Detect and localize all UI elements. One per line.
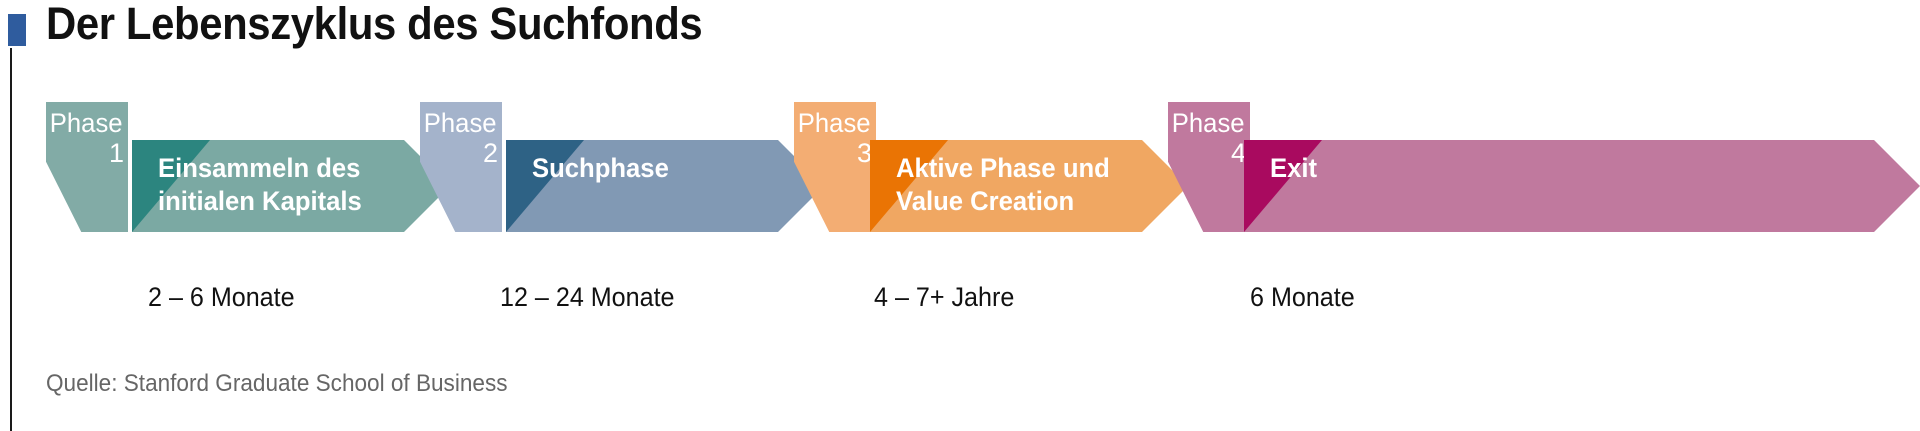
phase-banner-1[interactable]: Einsammeln des initialen Kapitals: [132, 140, 450, 232]
phase-tab-number-1: 1: [108, 138, 124, 168]
header: Der Lebenszyklus des Suchfonds: [0, 0, 1920, 70]
phase-tab-word-3: Phase: [797, 108, 871, 138]
phase-banner-3[interactable]: Aktive Phase und Value Creation: [870, 140, 1188, 232]
phase-banner-label-4: Exit: [1270, 153, 1318, 183]
phase-tab-word-4: Phase: [1171, 108, 1245, 138]
phase-duration-3: 4 – 7+ Jahre: [874, 282, 1015, 312]
phase-tab-number-3: 3: [856, 138, 872, 168]
phase-banner-label-1: Einsammeln des initialen Kapitals: [158, 153, 362, 216]
source-caption: Quelle: Stanford Graduate School of Busi…: [46, 370, 508, 397]
phase-tab-word-1: Phase: [49, 108, 123, 138]
page-title: Der Lebenszyklus des Suchfonds: [46, 0, 703, 49]
phase-tab-word-2: Phase: [423, 108, 497, 138]
phase-banner-label-2: Suchphase: [532, 153, 669, 183]
phase-duration-1: 2 – 6 Monate: [148, 282, 295, 312]
phase-banner-2[interactable]: Suchphase: [506, 140, 824, 232]
left-rule: [10, 48, 12, 431]
phase-tab-number-4: 4: [1230, 138, 1246, 168]
phase-banner-4[interactable]: Exit: [1244, 140, 1920, 232]
phase-duration-4: 6 Monate: [1250, 282, 1355, 312]
phase-banner-label-3: Aktive Phase und Value Creation: [896, 153, 1110, 216]
phase-tab-number-2: 2: [482, 138, 498, 168]
header-accent-marker: [8, 14, 26, 46]
phase-banner-fill-4: [1244, 140, 1920, 232]
phase-duration-2: 12 – 24 Monate: [500, 282, 675, 312]
